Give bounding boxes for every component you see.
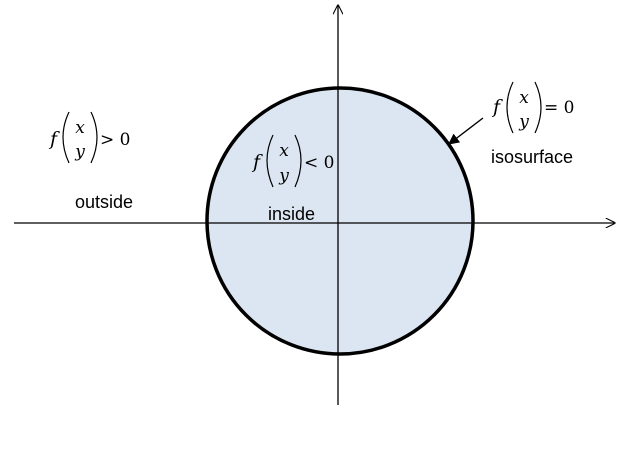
function-symbol: f bbox=[251, 151, 263, 173]
relation: < 0 bbox=[304, 153, 334, 173]
isosurface-label: isosurface bbox=[491, 147, 573, 167]
vector-bottom: y bbox=[278, 166, 289, 186]
inside-label: inside bbox=[268, 204, 315, 224]
outside-label: outside bbox=[75, 192, 133, 212]
outside-formula: f x y > 0 bbox=[48, 111, 130, 164]
relation: = 0 bbox=[544, 98, 574, 118]
right-paren bbox=[534, 81, 542, 134]
left-paren bbox=[266, 134, 274, 188]
right-paren bbox=[294, 134, 302, 188]
isosurface-formula: f x y = 0 bbox=[491, 81, 574, 134]
vector-top: x bbox=[519, 88, 529, 108]
right-paren bbox=[90, 111, 98, 164]
vector-top: x bbox=[75, 118, 85, 138]
left-paren bbox=[506, 81, 514, 134]
inside-formula: f x y < 0 bbox=[251, 134, 334, 188]
left-paren bbox=[62, 111, 70, 164]
vector-bottom: y bbox=[74, 142, 85, 162]
relation: > 0 bbox=[100, 130, 130, 150]
function-symbol: f bbox=[491, 96, 503, 118]
vector-top: x bbox=[279, 141, 289, 161]
function-symbol: f bbox=[48, 128, 60, 150]
isosurface-circle bbox=[205, 86, 475, 356]
vector-bottom: y bbox=[518, 112, 529, 132]
isosurface-pointer-arrow bbox=[448, 117, 484, 145]
